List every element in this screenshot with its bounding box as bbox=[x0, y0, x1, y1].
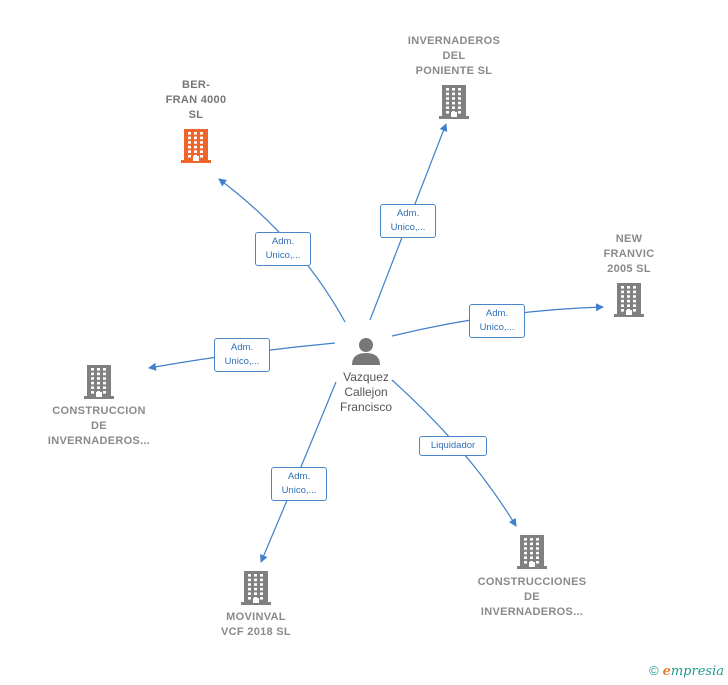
building-icon[interactable] bbox=[439, 85, 469, 124]
company-label-berfran[interactable]: BER- FRAN 4000 SL bbox=[165, 79, 227, 121]
company-label-movinval[interactable]: MOVINVAL VCF 2018 SL bbox=[221, 611, 291, 638]
edge-label-construcciones[interactable]: Liquidador bbox=[419, 436, 487, 456]
edge-label-franvic[interactable]: Adm. Unico,... bbox=[469, 304, 525, 338]
edge-label-movinval[interactable]: Adm. Unico,... bbox=[271, 467, 327, 501]
company-label-franvic[interactable]: NEW FRANVIC 2005 SL bbox=[603, 233, 655, 275]
company-label-construcciones[interactable]: CONSTRUCCIONES DE INVERNADEROS... bbox=[477, 576, 587, 618]
building-icon[interactable] bbox=[614, 283, 644, 322]
building-icon[interactable] bbox=[181, 129, 211, 168]
person-icon bbox=[352, 338, 380, 365]
person-node[interactable] bbox=[350, 336, 382, 366]
building-icon[interactable] bbox=[517, 535, 547, 574]
edge-label-berfran[interactable]: Adm. Unico,... bbox=[255, 232, 311, 266]
building-icon[interactable] bbox=[84, 365, 114, 404]
company-label-poniente[interactable]: INVERNADEROS DEL PONIENTE SL bbox=[407, 35, 501, 77]
edge-label-construccion[interactable]: Adm. Unico,... bbox=[214, 338, 270, 372]
building-icon[interactable] bbox=[241, 571, 271, 610]
company-label-construccion[interactable]: CONSTRUCCION DE INVERNADEROS... bbox=[47, 405, 151, 447]
edge-label-poniente[interactable]: Adm. Unico,... bbox=[380, 204, 436, 238]
person-name[interactable]: Vazquez Callejon Francisco bbox=[339, 370, 392, 414]
copyright-symbol: © bbox=[648, 663, 659, 678]
brand-logo: ©empresia bbox=[648, 663, 724, 679]
